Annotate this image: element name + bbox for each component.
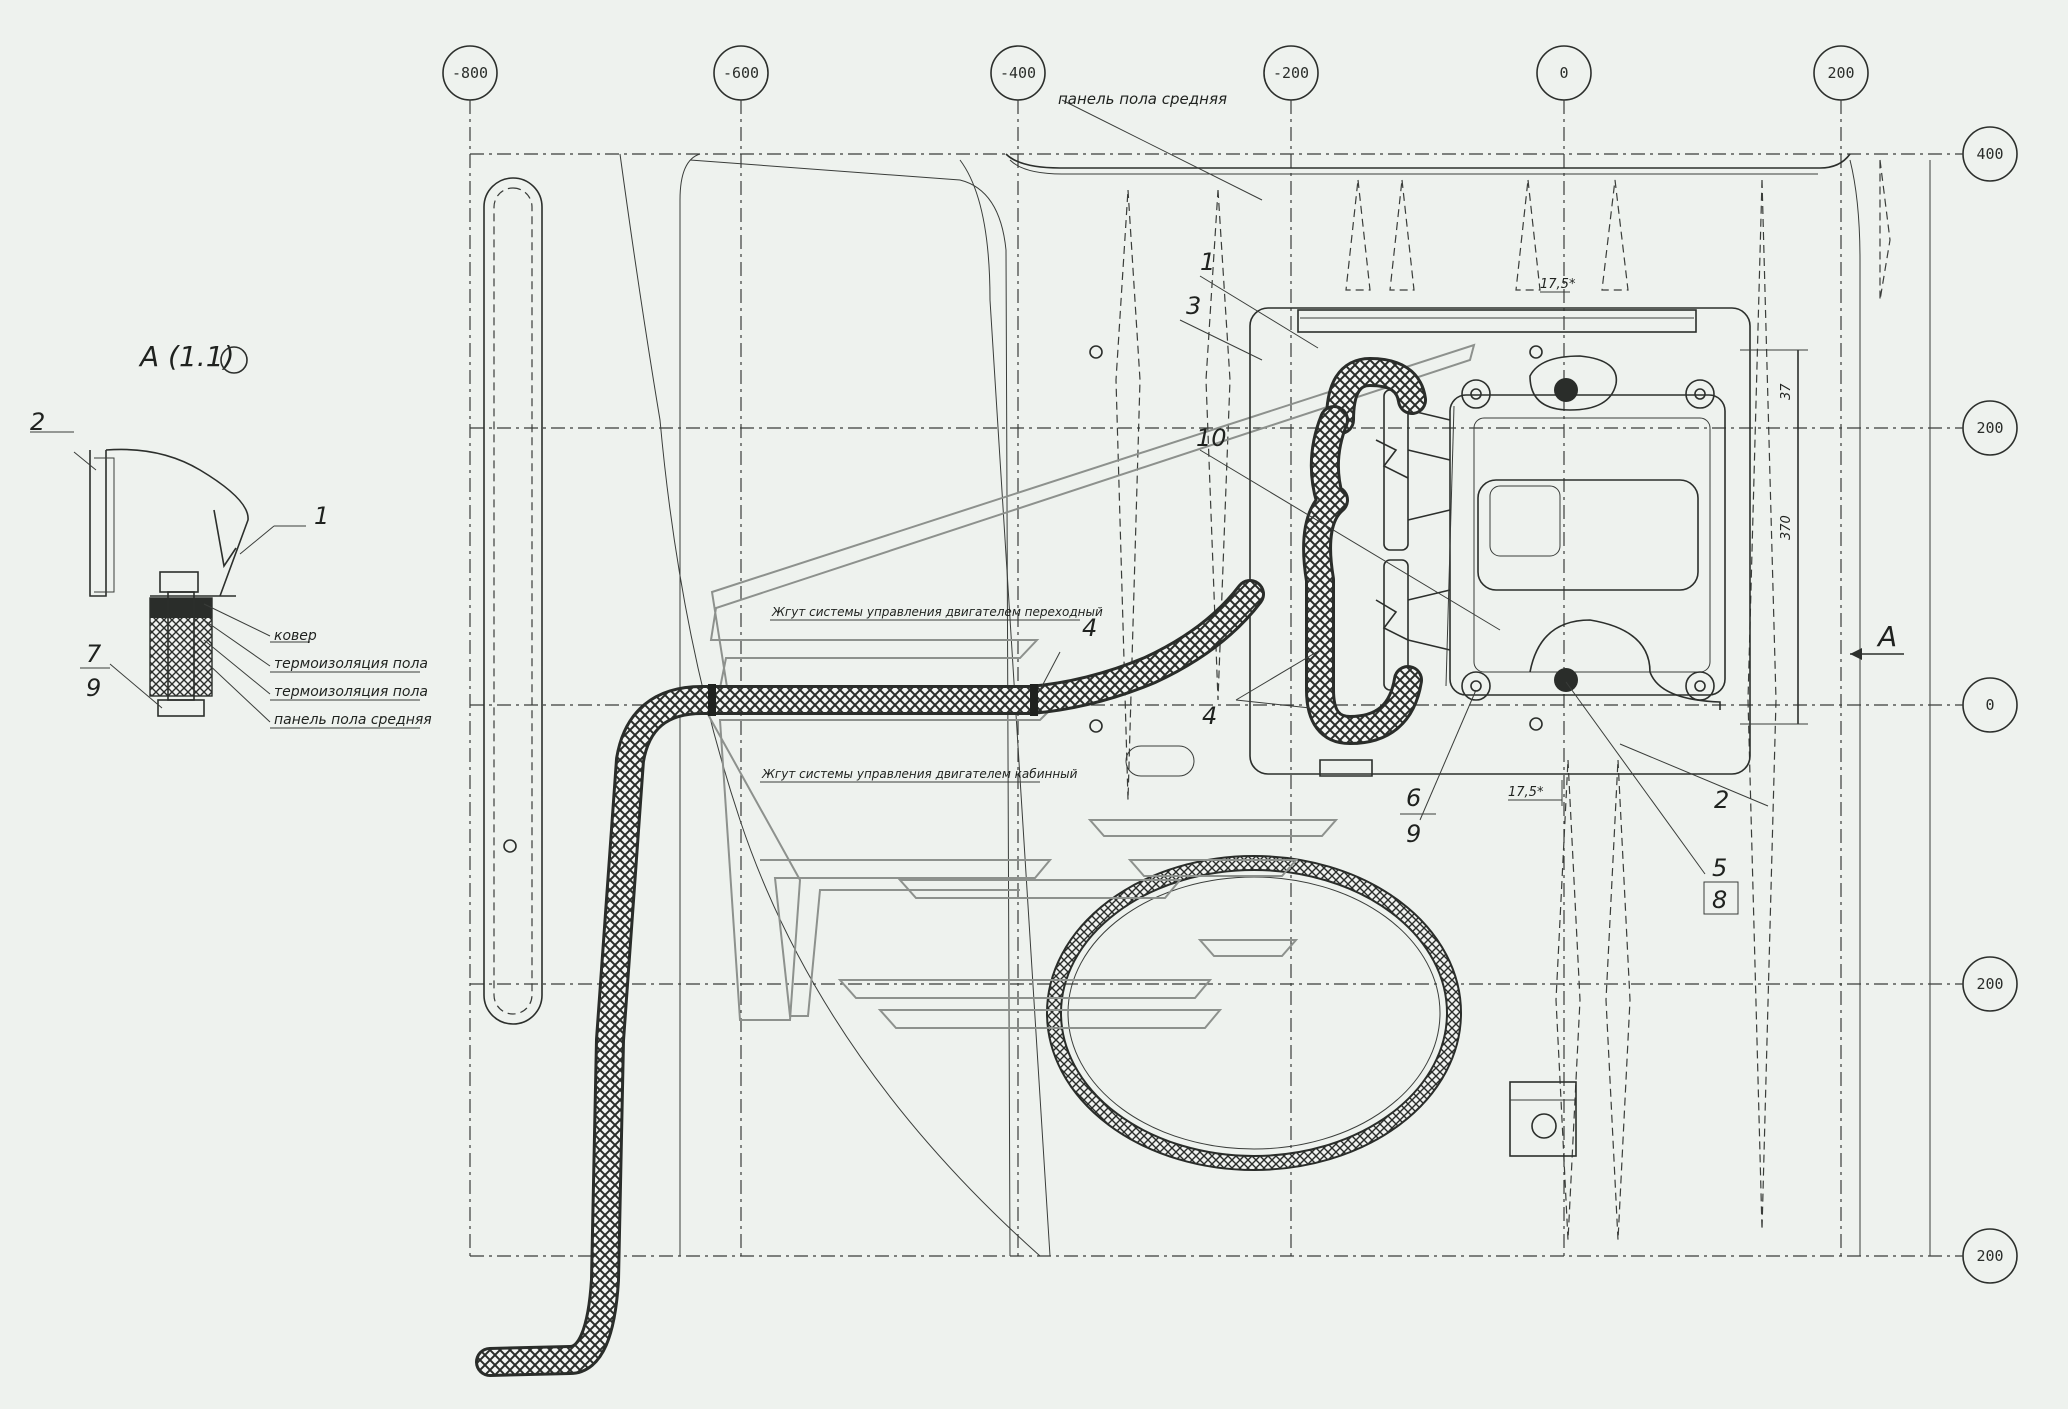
section-a-title: А (1.1) <box>138 340 234 373</box>
ecu-label-window <box>1477 479 1699 591</box>
grid-x-marker: -800 <box>442 45 498 101</box>
grid-y-label: 400 <box>1976 145 2003 163</box>
misc-features <box>503 345 1577 1157</box>
panel-floor-label: панель пола средняя <box>1058 90 1227 108</box>
grid-x-marker: -400 <box>990 45 1046 101</box>
grid-x-label: 200 <box>1827 64 1854 82</box>
dim-37: 37 <box>1779 383 1794 400</box>
grid-y-marker: 400 <box>1962 126 2018 182</box>
grid-y-marker: 200 <box>1962 1228 2018 1284</box>
grid-y-label: 200 <box>1976 419 2003 437</box>
connectors <box>1319 389 1451 777</box>
section-callout-2: 2 <box>30 408 45 436</box>
dimensions: 17,5* 37 370 17,5* <box>1508 277 1794 806</box>
section-callout-1: 1 <box>314 502 329 530</box>
view-a-label: А <box>1876 620 1897 653</box>
callout-labels: панель пола средняя 1 3 10 4 4 6 9 2 5 8… <box>1058 90 1897 915</box>
grid-axis-lines <box>469 100 1963 1258</box>
left-rib <box>483 177 543 1025</box>
grid-x-marker: -600 <box>713 45 769 101</box>
stamped-ribs <box>1115 159 1891 1241</box>
callout-1: 1 <box>1200 248 1215 276</box>
grid-x-label: -200 <box>1273 64 1309 82</box>
ecu-assembly <box>1249 307 1808 777</box>
grid-y-label: 200 <box>1976 975 2003 993</box>
callout-9: 9 <box>1406 820 1421 848</box>
oval-opening <box>1046 855 1462 1171</box>
dim-bottom: 17,5* <box>1508 785 1544 800</box>
callout-3: 3 <box>1186 292 1201 320</box>
harness-cab-label: Жгут системы управления двигателем кабин… <box>761 767 1078 781</box>
harness-transition-label: Жгут системы управления двигателем перех… <box>771 605 1103 619</box>
callout-5: 5 <box>1712 854 1727 882</box>
layer-insulation-2: термоизоляция пола <box>274 684 428 700</box>
grid-x-label: -600 <box>723 64 759 82</box>
layer-carpet: ковер <box>274 628 317 644</box>
callout-10: 10 <box>1196 424 1227 452</box>
leaders <box>1039 99 1904 875</box>
callout-6: 6 <box>1406 784 1421 812</box>
callout-2: 2 <box>1714 786 1729 814</box>
grid-y-marker: 200 <box>1962 956 2018 1012</box>
dim-370: 370 <box>1779 515 1794 540</box>
grid-x-marker: 200 <box>1813 45 1869 101</box>
grid-y-label: 200 <box>1976 1247 2003 1265</box>
grid-x-label: 0 <box>1559 64 1568 82</box>
section-a-detail: А (1.1) 2 1 7 9 ковер термоизоляция <box>30 340 432 729</box>
grid-y-marker: 200 <box>1962 400 2018 456</box>
layer-panel: панель пола средняя <box>274 712 432 728</box>
callout-8: 8 <box>1712 886 1727 914</box>
section-callout-7: 7 <box>86 640 102 668</box>
layer-insulation-1: термоизоляция пола <box>274 656 428 672</box>
grid-x-label: -400 <box>1000 64 1036 82</box>
ecu-mount-bolts <box>1461 345 1715 731</box>
callout-4b: 4 <box>1202 702 1217 730</box>
grid-y-markers: 400 200 0 200 200 <box>1962 126 2018 1284</box>
grid-y-marker: 0 <box>1962 677 2018 733</box>
harness-labels: Жгут системы управления двигателем перех… <box>760 605 1103 783</box>
wiring-harnesses <box>475 357 1427 1377</box>
grid-x-marker: -200 <box>1263 45 1319 101</box>
section-callout-9: 9 <box>86 674 101 702</box>
ecu-housing <box>1449 394 1726 696</box>
grid-y-label: 0 <box>1985 696 1994 714</box>
mounting-plate <box>1249 307 1751 775</box>
dim-top: 17,5* <box>1540 277 1576 292</box>
grid-x-marker: 0 <box>1536 45 1592 101</box>
callout-4a: 4 <box>1082 614 1097 642</box>
grid-x-label: -800 <box>452 64 488 82</box>
